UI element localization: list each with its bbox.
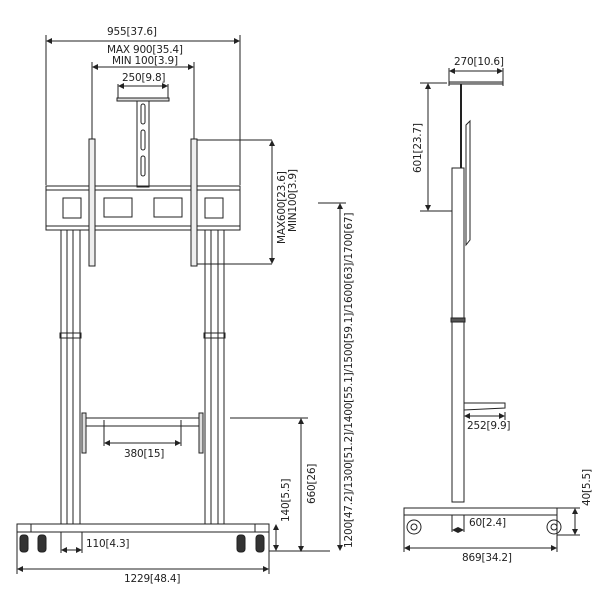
dim-crossbar-width: 380[15] — [124, 448, 165, 460]
dim-top-shelf-width: 250[9.8] — [122, 72, 166, 84]
dim-side-base-height: 40[5.5] — [581, 469, 593, 506]
dim-side-pole-offset: 60[2.4] — [469, 517, 506, 529]
dim-crossbar-height: 660[26] — [306, 463, 318, 504]
front-view — [16, 35, 346, 574]
dim-base-height: 140[5.5] — [280, 478, 292, 522]
dim-base-depth: 869[34.2] — [462, 552, 512, 564]
side-view — [403, 68, 580, 552]
dim-base-width: 1229[48.4] — [124, 573, 181, 585]
dim-shelf-depth: 252[9.9] — [467, 420, 511, 432]
dim-vesa-min: MIN100[3.9] — [287, 169, 299, 232]
dim-top-shelf-depth: 270[10.6] — [454, 56, 504, 68]
dim-pole-offset: 110[4.3] — [86, 538, 130, 550]
dim-bracket-min: MIN 100[3.9] — [112, 55, 178, 67]
dim-bracket-max: MAX 900[35.4] — [107, 44, 183, 56]
dim-height-range: 1200[47.2]/1300[51.2]/1400[55.1]/1500[59… — [343, 212, 355, 548]
dim-top-shelf-height: 601[23.7] — [412, 123, 424, 173]
dim-vesa-max: MAX600[23.6] — [276, 171, 288, 244]
dim-overall-width: 955[37.6] — [107, 26, 157, 38]
